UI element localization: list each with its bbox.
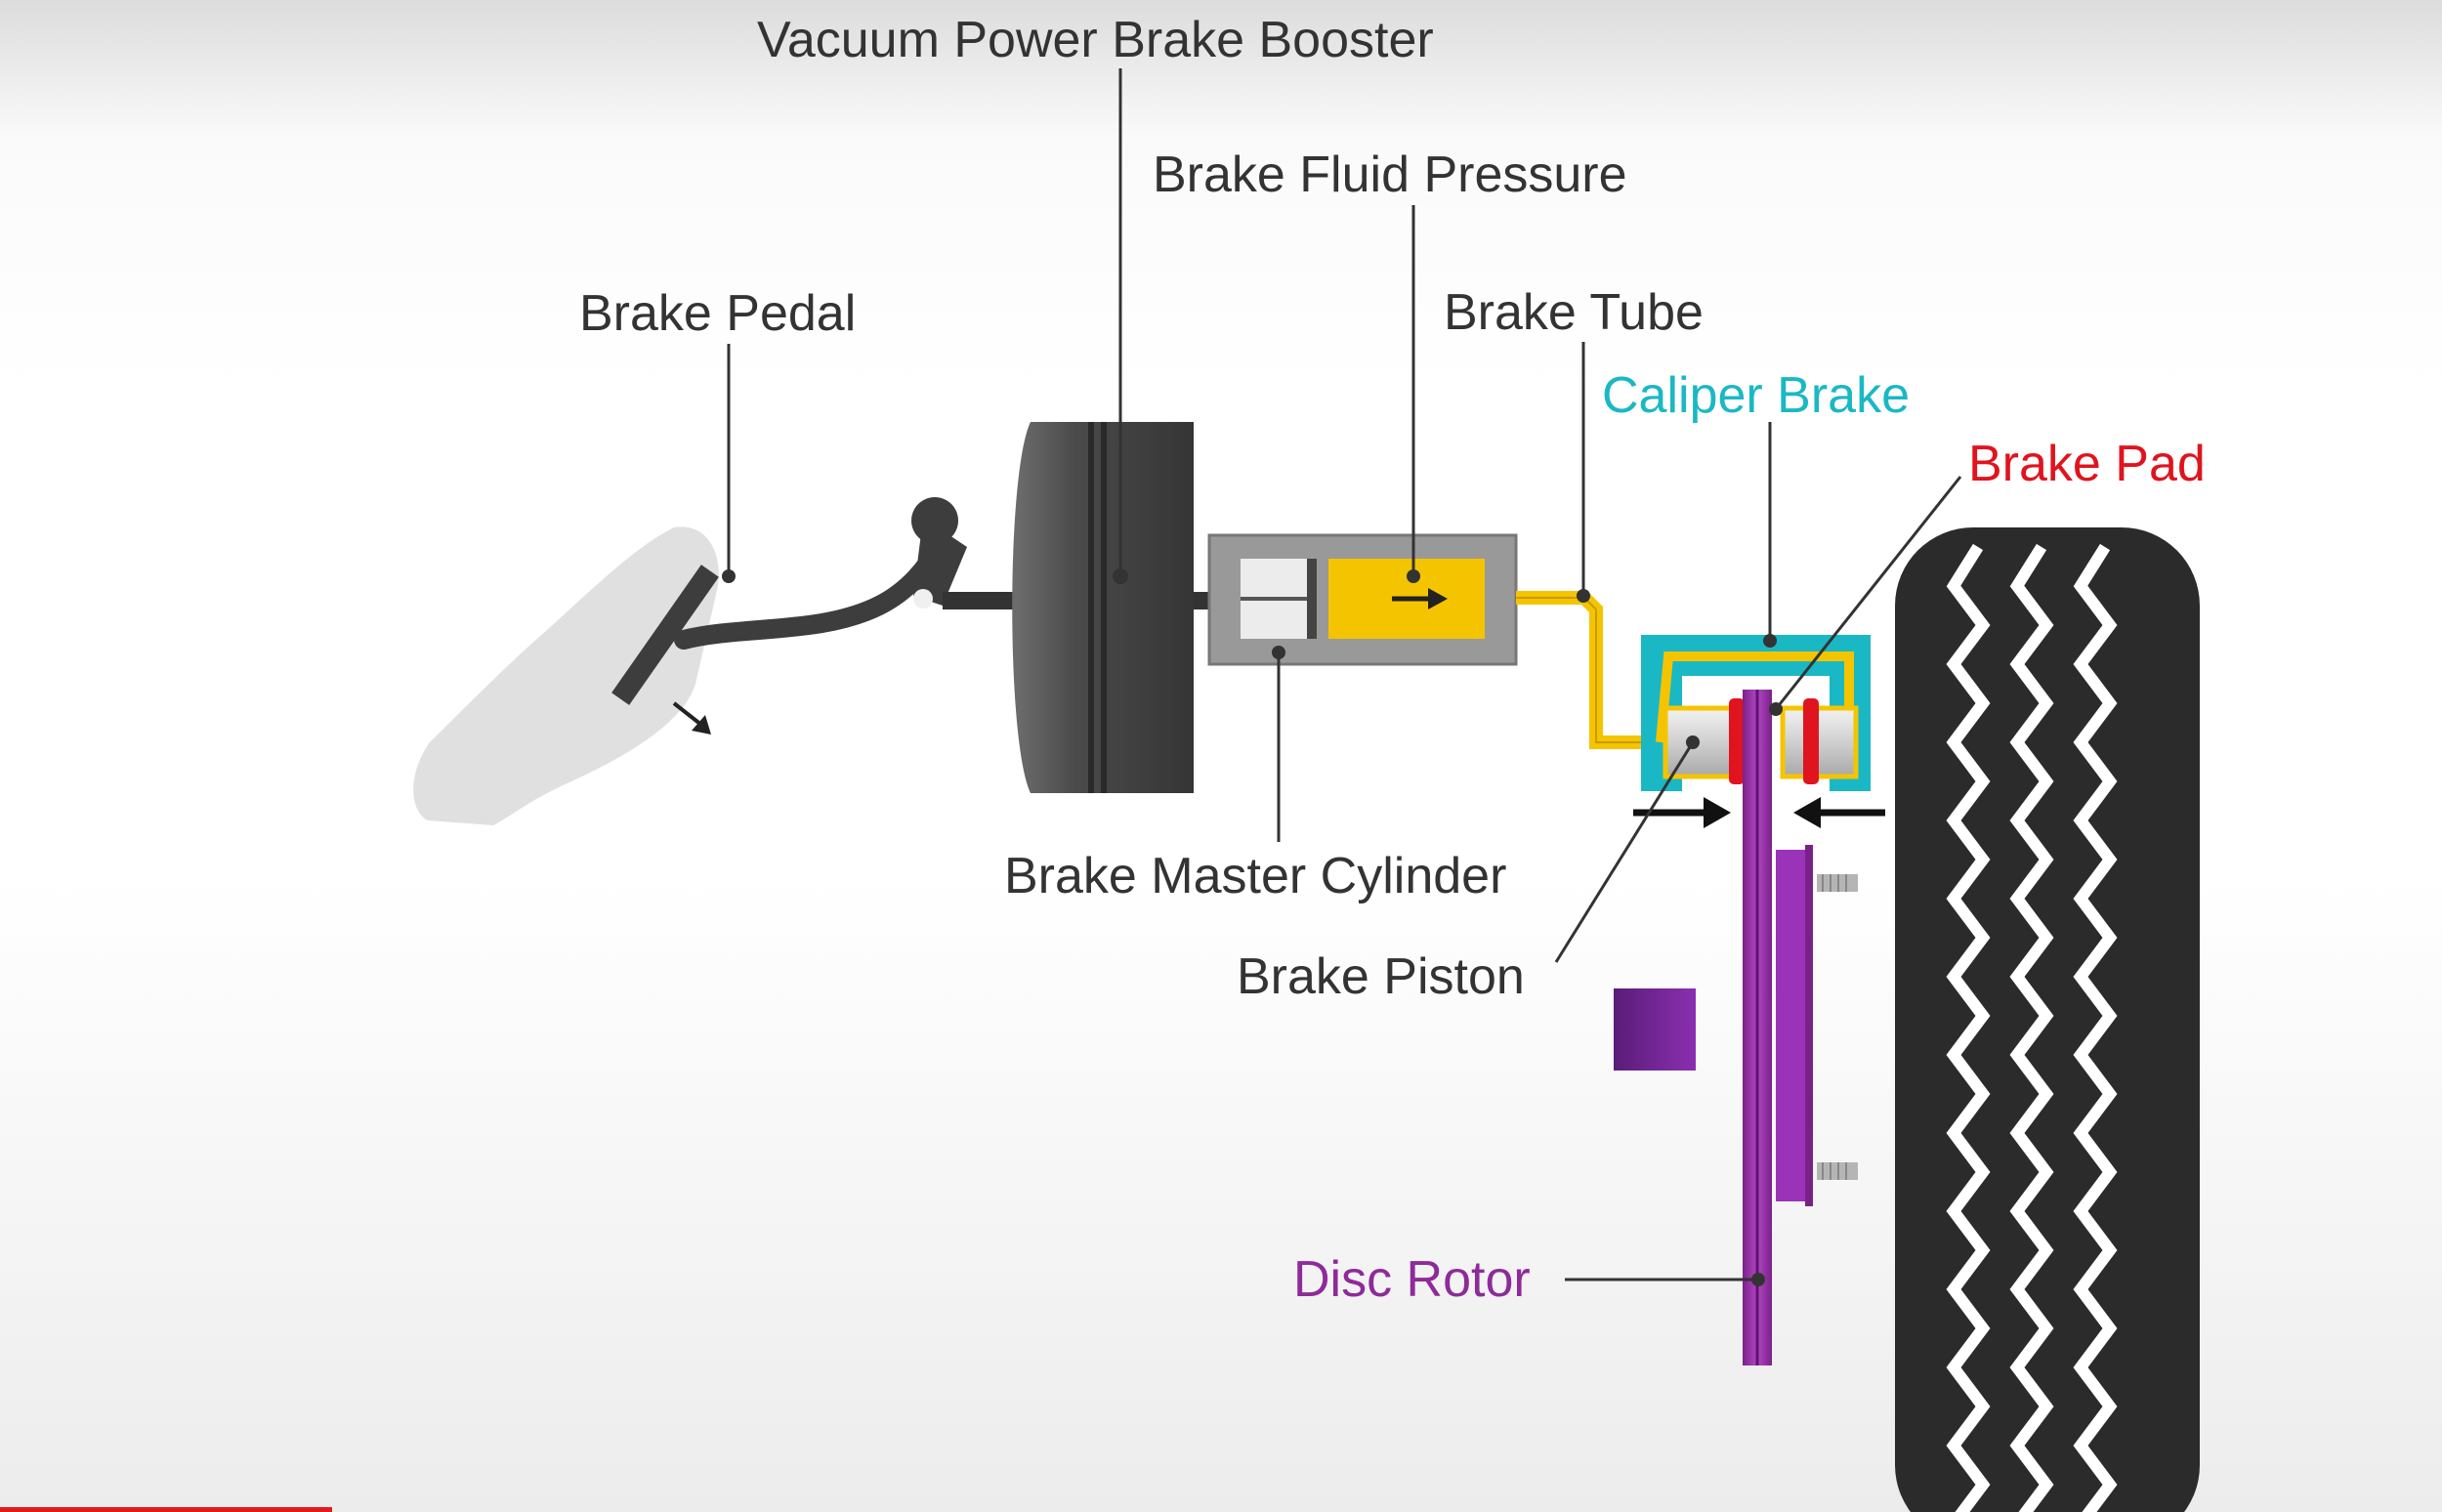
label-brake-tube: Brake Tube [1444, 284, 1704, 341]
brake-pad-left [1729, 698, 1745, 784]
label-brake-piston: Brake Piston [1237, 948, 1525, 1005]
vacuum-brake-booster [1012, 422, 1194, 793]
clamp-arrow-left [1633, 797, 1731, 828]
clamp-arrow-right [1793, 797, 1885, 828]
label-vacuum-power-brake-booster: Vacuum Power Brake Booster [757, 12, 1434, 68]
label-caliper-brake: Caliper Brake [1602, 367, 1910, 424]
booster-pushrod [943, 592, 1021, 609]
brake-piston-right [1780, 705, 1859, 779]
leader-lines [727, 68, 1962, 1281]
label-brake-pad: Brake Pad [1968, 436, 2206, 492]
brake-master-cylinder [1207, 533, 1518, 666]
brake-pad-right [1803, 698, 1819, 784]
pedal-direction-arrow [672, 701, 711, 735]
label-brake-fluid-pressure: Brake Fluid Pressure [1153, 147, 1627, 203]
hub [1614, 845, 1858, 1206]
caliper-brake [1641, 635, 1871, 791]
brake-pedal [611, 497, 967, 705]
tire [1895, 527, 2200, 1512]
label-brake-pedal: Brake Pedal [579, 285, 856, 342]
label-brake-master-cylinder: Brake Master Cylinder [1004, 848, 1506, 904]
leader-dots [722, 568, 1783, 1286]
foot-illustration [413, 526, 719, 825]
video-progress-bar[interactable] [0, 1507, 332, 1512]
fluid-pressure-arrow [1392, 588, 1448, 609]
label-disc-rotor: Disc Rotor [1293, 1251, 1531, 1308]
